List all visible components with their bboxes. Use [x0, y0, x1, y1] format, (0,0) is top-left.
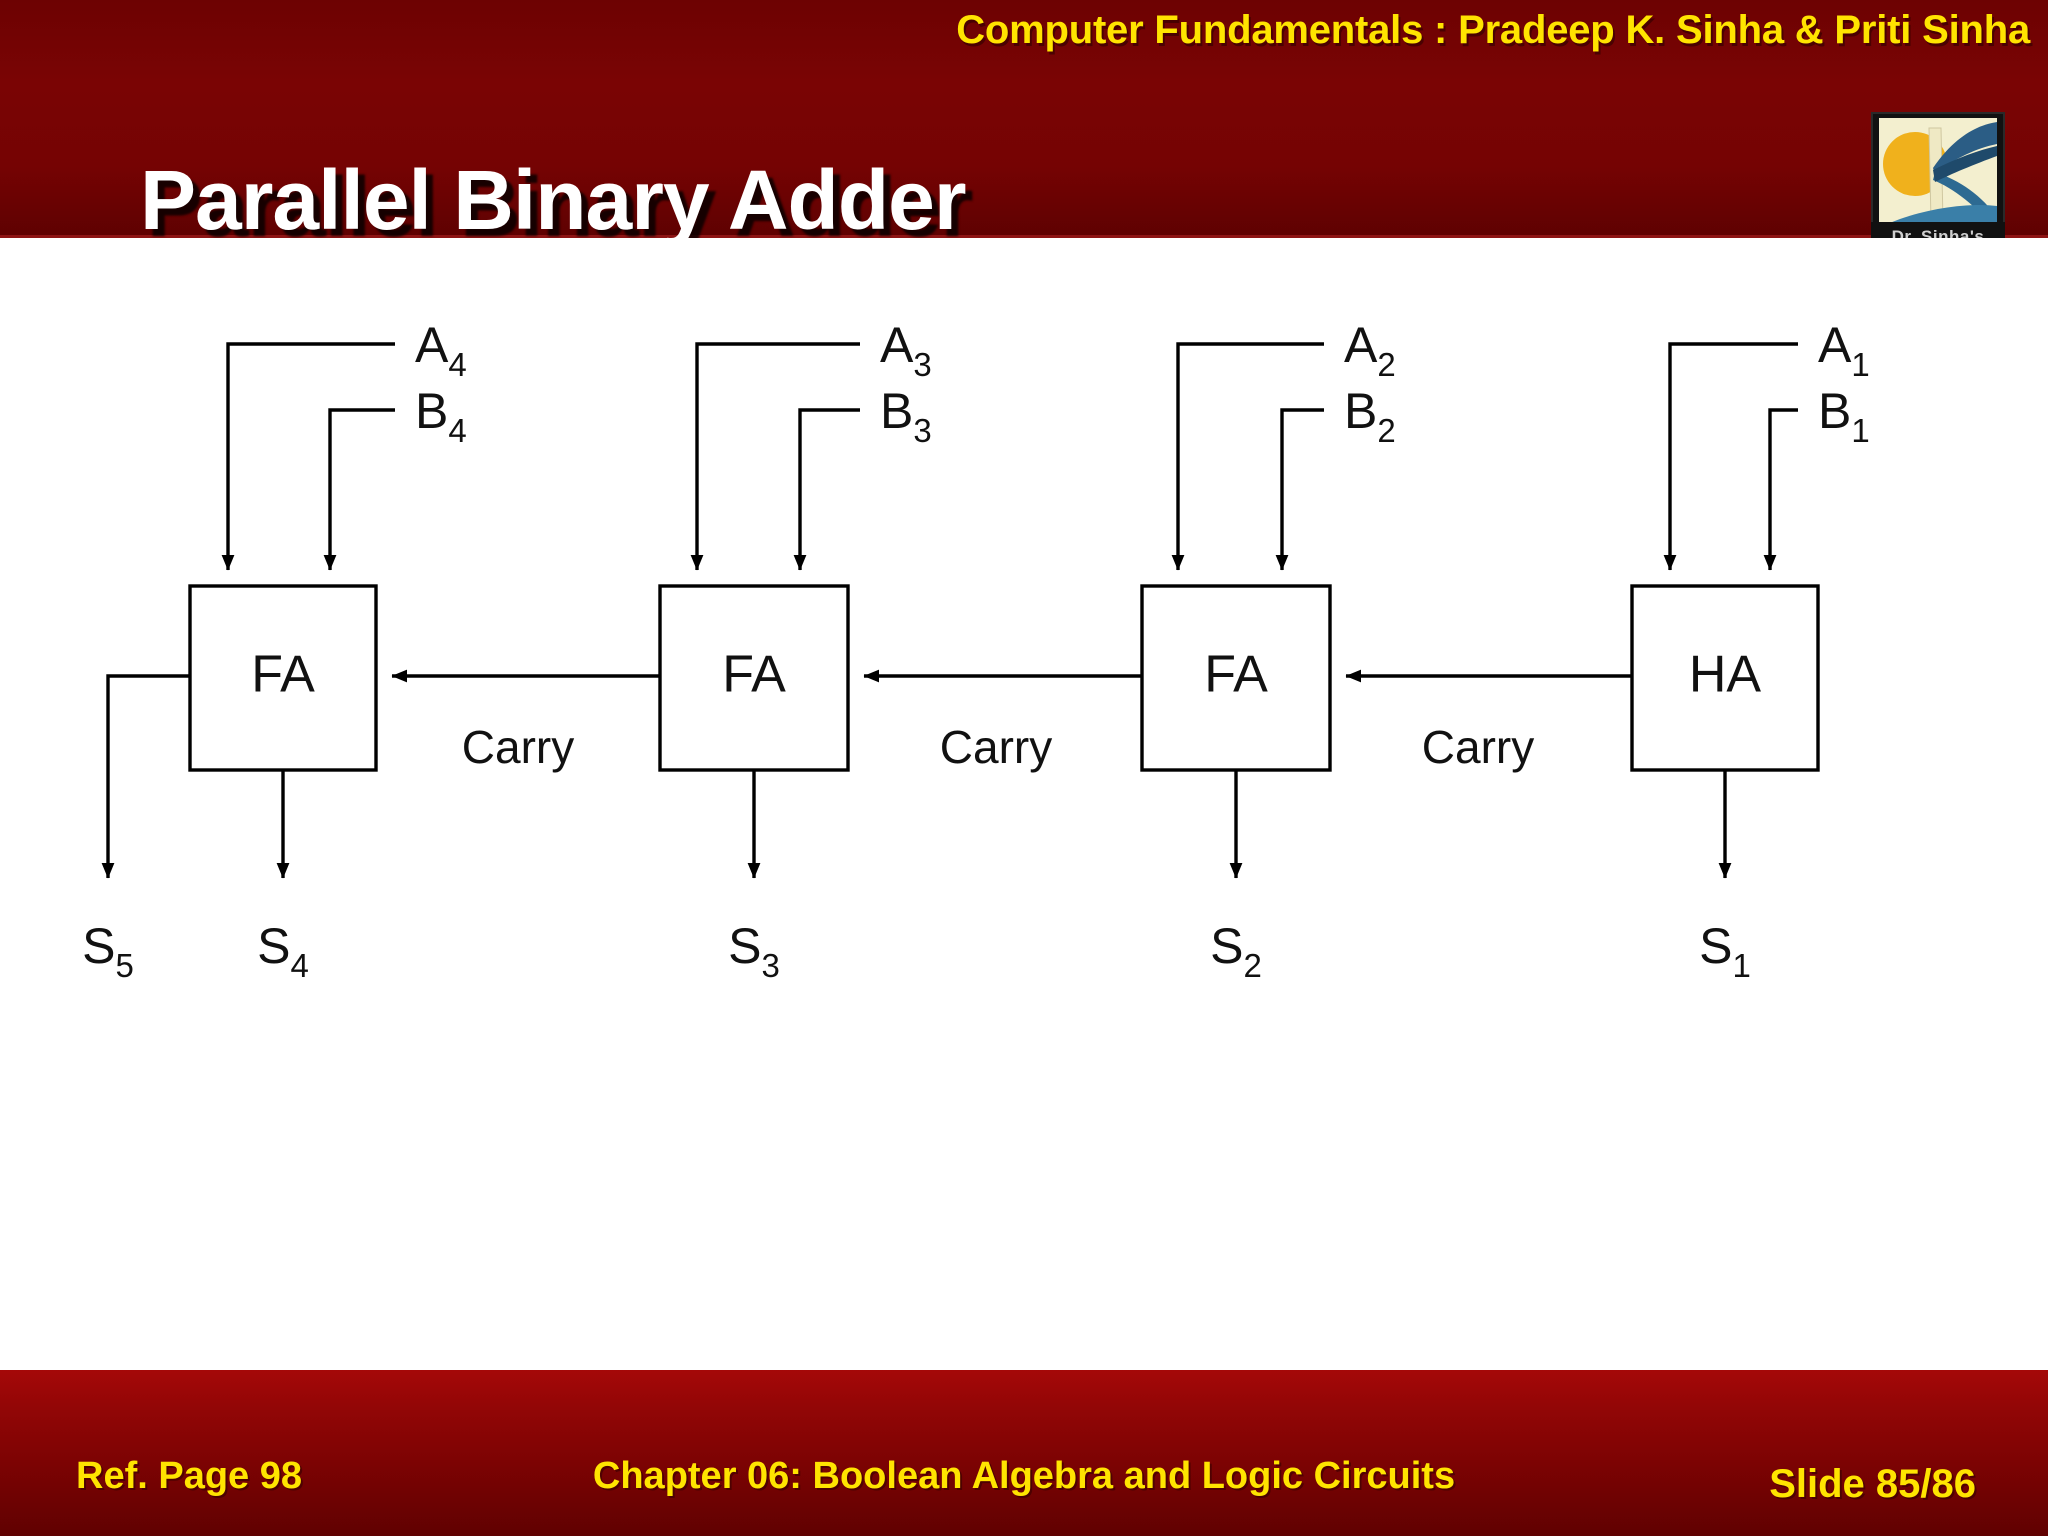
carry-label-3: Carry	[1422, 721, 1534, 773]
input-label-a2: A2	[1344, 317, 1396, 383]
header-band	[0, 0, 2048, 238]
adder-block-fa2[interactable]: FA	[1140, 584, 1332, 772]
input-wire-a2	[1171, 342, 1324, 571]
input-label-b3: B3	[880, 383, 932, 449]
block-rect	[658, 584, 850, 772]
carry-label-2: Carry	[940, 721, 1052, 773]
block-rect	[188, 584, 378, 772]
input-wire-b4	[323, 408, 395, 571]
input-label-b2: B2	[1344, 383, 1396, 449]
carry-label-1: Carry	[462, 721, 574, 773]
input-wire-b3	[793, 408, 860, 571]
block-label: FA	[722, 646, 786, 704]
footer-band	[0, 1370, 2048, 1536]
adder-block-fa4[interactable]: FA	[188, 584, 378, 772]
output-label-s3: S3	[728, 918, 780, 984]
output-wire-s5	[101, 674, 190, 879]
block-label: FA	[251, 646, 315, 704]
adder-block-ha1[interactable]: HA	[1630, 584, 1820, 772]
input-wire-a3	[690, 342, 860, 571]
book-credit-text: Computer Fundamentals : Pradeep K. Sinha…	[956, 8, 2030, 52]
input-label-a1: A1	[1818, 317, 1870, 383]
ref-page-text: Ref. Page 98	[76, 1455, 302, 1497]
block-label: FA	[1204, 646, 1268, 704]
input-label-a4: A4	[415, 317, 467, 383]
block-label: HA	[1689, 646, 1762, 704]
input-label-b4: B4	[415, 383, 467, 449]
page-title: Parallel Binary Adder	[140, 153, 967, 248]
chapter-text: Chapter 06: Boolean Algebra and Logic Ci…	[592, 1455, 1456, 1497]
input-wire-b2	[1275, 408, 1324, 571]
output-label-s4: S4	[257, 918, 309, 984]
output-label-s5: S5	[82, 918, 134, 984]
output-label-s2: S2	[1210, 918, 1262, 984]
block-rect	[1630, 584, 1820, 772]
adder-block-fa3[interactable]: FA	[658, 584, 850, 772]
parallel-binary-adder-diagram: FA FA FA HA	[0, 238, 2048, 1370]
block-rect	[1140, 584, 1332, 772]
input-wire-a4	[221, 342, 395, 571]
slide-number-text: Slide 85/86	[1769, 1462, 1976, 1506]
output-label-s1: S1	[1699, 918, 1751, 984]
input-wire-b1	[1763, 408, 1798, 571]
input-label-a3: A3	[880, 317, 932, 383]
input-wire-a1	[1663, 342, 1798, 571]
adder-svg-canvas: FA FA FA HA	[82, 317, 1870, 984]
input-label-b1: B1	[1818, 383, 1870, 449]
